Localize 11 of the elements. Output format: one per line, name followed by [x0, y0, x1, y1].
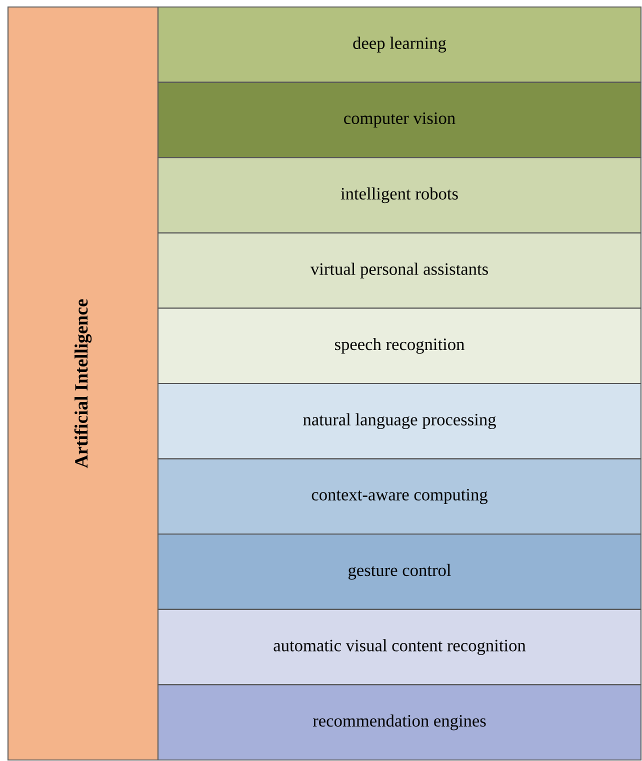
topic-box: speech recognition	[157, 308, 642, 384]
topic-box: natural language processing	[157, 382, 642, 460]
topic-box: computer vision	[157, 82, 642, 158]
category-band: Artificial Intelligence	[7, 6, 159, 761]
topic-box: deep learning	[157, 6, 642, 83]
topic-box: recommendation engines	[157, 684, 642, 761]
topic-box: automatic visual content recognition	[157, 608, 642, 686]
topic-box: virtual personal assistants	[157, 232, 642, 309]
topic-box: gesture control	[157, 534, 642, 610]
topic-box: intelligent robots	[157, 157, 642, 234]
topic-box: context-aware computing	[157, 458, 642, 535]
